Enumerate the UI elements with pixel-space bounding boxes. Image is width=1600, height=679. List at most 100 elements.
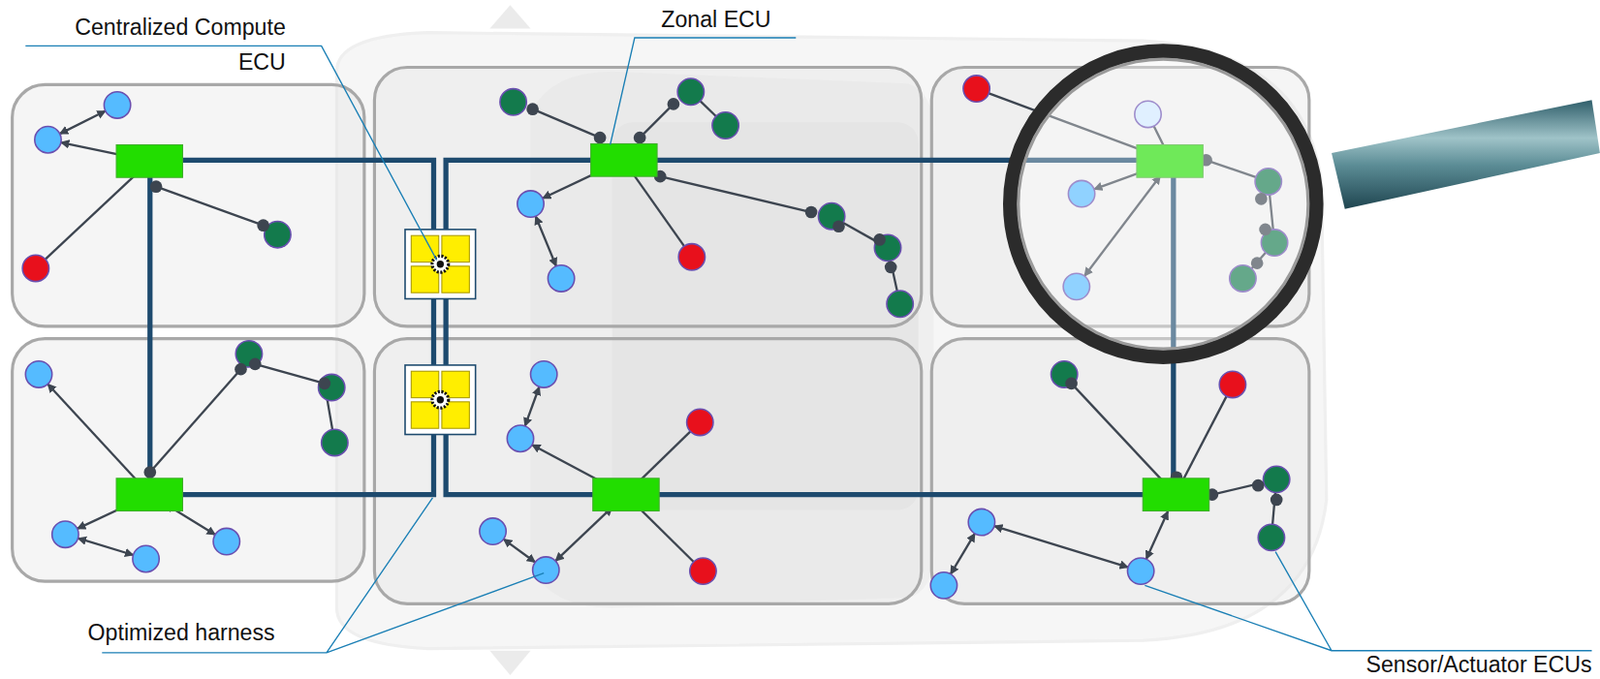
central-compute-ecu — [405, 365, 476, 436]
sensor-node — [34, 126, 62, 154]
sensor-node — [1127, 558, 1154, 585]
compute-core — [441, 402, 470, 429]
zone-region — [931, 339, 1310, 605]
callout-label: Centralized Compute ECU — [40, 10, 286, 81]
actuator-node — [690, 558, 717, 585]
leader-line — [1144, 552, 1592, 652]
connector-dot — [805, 206, 818, 220]
car-silhouette — [336, 4, 1326, 676]
connector-dot — [873, 233, 886, 247]
link-line — [533, 109, 600, 138]
zone-region — [12, 84, 365, 327]
link-line — [45, 173, 137, 259]
compute-core — [410, 371, 439, 398]
zone-region — [374, 66, 921, 326]
actuator-node — [678, 244, 705, 271]
chip-symbol — [437, 260, 444, 268]
sensor-node — [547, 265, 574, 292]
smart-sensor-node — [1257, 524, 1285, 551]
chip-symbol — [437, 396, 444, 404]
chip-symbol — [432, 255, 449, 273]
smart-sensor-node — [677, 78, 704, 105]
zonal-ecu — [116, 145, 183, 179]
magnifier-lens — [1009, 51, 1317, 358]
actuator-node — [1219, 371, 1246, 398]
smart-sensor-node — [500, 89, 527, 116]
leader-lines — [25, 37, 1592, 654]
harness-loop — [150, 159, 435, 495]
connector-dot — [884, 261, 898, 275]
connector-dot — [143, 466, 157, 479]
link-line — [156, 187, 264, 226]
smart-sensor-node — [321, 429, 348, 456]
link-line — [535, 216, 557, 267]
sensor-node — [968, 508, 995, 535]
connector-dot — [256, 219, 270, 232]
connector-dot — [1065, 377, 1078, 391]
sensor-node — [506, 425, 534, 452]
magnifier-handle — [1331, 99, 1600, 210]
connector-dot — [234, 363, 248, 377]
link-line — [994, 526, 1129, 567]
sensor-node — [517, 190, 544, 218]
connector-dot — [832, 219, 846, 233]
connector-dot — [667, 97, 681, 111]
ecu-housing — [405, 229, 476, 300]
zone-region — [12, 339, 365, 583]
callout-label: Optimized harness — [88, 619, 354, 648]
sensor-node — [479, 518, 506, 545]
smart-sensor-node — [886, 290, 913, 317]
link-line — [150, 369, 242, 472]
link-line — [525, 386, 540, 427]
leader-line — [25, 45, 437, 260]
sensor-node — [25, 361, 52, 388]
chip-symbol — [432, 391, 449, 408]
link-line — [47, 383, 138, 481]
link-line — [1146, 511, 1168, 560]
leader-line — [610, 37, 797, 146]
magnifying-glass — [1009, 51, 1600, 358]
link-line — [639, 103, 674, 138]
connector-dot — [150, 180, 163, 193]
link-line — [700, 100, 717, 117]
link-line — [950, 533, 975, 575]
actuator-node — [22, 254, 49, 282]
sensor-node — [213, 528, 240, 555]
sensor-node — [533, 557, 560, 584]
link-line — [254, 364, 325, 384]
zonal-ecu — [593, 478, 659, 512]
magnifier-rim — [1018, 59, 1309, 349]
connector-dot — [594, 131, 607, 145]
connector-dot — [249, 358, 262, 372]
central-compute-ecu — [405, 229, 476, 300]
link-line — [77, 538, 133, 556]
smart-sensor-node — [1262, 466, 1289, 493]
sensor-node — [132, 545, 159, 572]
zonal-ecu — [591, 143, 658, 177]
zonal-ecu — [116, 478, 183, 512]
link-line — [503, 539, 536, 564]
sensor-node — [930, 572, 957, 599]
smart-sensor-node — [318, 374, 346, 401]
ecu-housing — [405, 365, 476, 436]
connector-dot — [318, 377, 332, 391]
callout-label: Zonal ECU — [660, 5, 815, 34]
sensor-node — [52, 521, 79, 548]
link-line — [60, 111, 106, 135]
sensor-node — [531, 361, 558, 388]
link-line — [555, 507, 612, 562]
sensor-node — [103, 92, 130, 119]
smart-sensor-node — [712, 112, 739, 139]
actuator-node — [687, 408, 714, 436]
connector-dot — [526, 102, 539, 116]
link-line — [843, 222, 877, 242]
connector-dot — [1270, 494, 1284, 507]
central-compute-ecus — [405, 229, 476, 436]
callout-label: Sensor/Actuator ECUs — [1356, 653, 1592, 678]
compute-core — [441, 266, 470, 293]
actuator-node — [963, 75, 990, 102]
zone-region — [374, 339, 921, 605]
connector-dot — [633, 131, 647, 145]
